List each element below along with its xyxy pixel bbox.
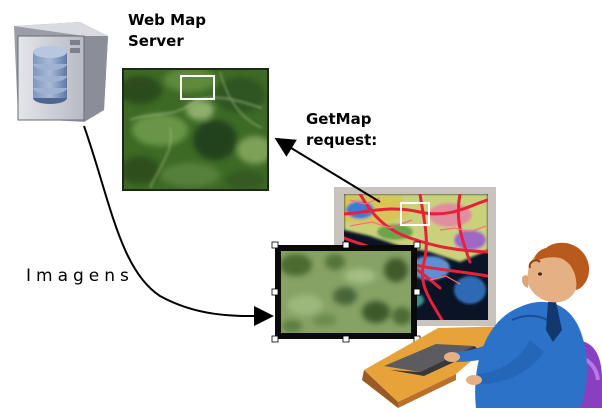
images-label: Imagens <box>26 266 134 286</box>
user-at-desk-illustration <box>362 242 602 408</box>
request-bbox <box>400 202 430 226</box>
getmap-request-label: GetMap request: <box>306 110 378 149</box>
resize-handles <box>271 241 421 343</box>
satellite-map-tile <box>122 68 269 191</box>
server-icon <box>14 22 108 122</box>
returned-image-tile <box>271 241 421 343</box>
server-title: Web Map Server <box>128 11 206 50</box>
selection-box <box>180 75 215 100</box>
getmap-request-arrow <box>274 137 381 203</box>
image-response-arrow <box>83 125 274 327</box>
database-disks <box>33 46 67 104</box>
